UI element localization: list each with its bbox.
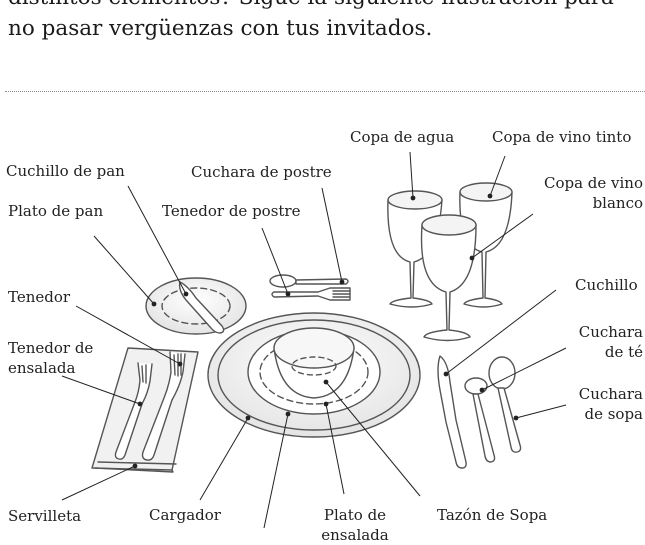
label-tazon-sopa: Tazón de Sopa <box>437 506 548 524</box>
label-copa-vino-tinto: Copa de vino tinto <box>492 128 632 146</box>
label-cuchillo: Cuchillo <box>575 276 638 294</box>
label-copa-vino-blanco-line-2: blanco <box>592 194 643 212</box>
label-cuchara-te-line-1: Cuchara <box>578 323 643 341</box>
label-cuchara-postre: Cuchara de postre <box>191 163 332 181</box>
leader-copa-vino-blanco <box>471 213 534 259</box>
leader-cuchara-sopa <box>515 404 567 419</box>
leader-cuchara-te <box>481 347 567 391</box>
leader-cuchillo-pan <box>127 185 187 295</box>
label-cuchara-sopa: Cuchara de sopa <box>579 384 643 424</box>
tea-spoon <box>464 377 496 463</box>
leader-plato-ensalada-2 <box>325 403 345 495</box>
label-cargador: Cargador <box>149 506 221 524</box>
white-wine-glass <box>420 214 477 342</box>
label-cuchara-te-line-2: de té <box>604 343 643 361</box>
leader-plato-ensalada <box>263 413 289 529</box>
label-cuchillo-pan: Cuchillo de pan <box>6 162 125 180</box>
intro-line-1: distintos elementos? Sigue la siguiente … <box>8 0 645 13</box>
label-tenedor-ensalada: Tenedor de ensalada <box>8 338 93 378</box>
label-servilleta: Servilleta <box>8 507 82 525</box>
salad-fork <box>114 362 153 460</box>
label-tenedor-postre: Tenedor de postre <box>162 202 301 220</box>
leader-tenedor <box>75 305 181 365</box>
dinner-knife <box>437 355 467 469</box>
dotted-divider <box>5 91 645 92</box>
label-copa-agua: Copa de agua <box>350 128 455 146</box>
leader-dots <box>132 193 519 469</box>
label-cuchara-sopa-line-1: Cuchara <box>578 385 643 403</box>
leader-cuchillo <box>445 289 557 375</box>
leader-servilleta <box>61 465 136 501</box>
label-cuchara-te: Cuchara de té <box>579 322 643 362</box>
label-cuchara-sopa-line-2: de sopa <box>584 405 643 423</box>
label-plato-ensalada: Plato de ensalada <box>312 505 398 545</box>
leader-cargador <box>199 417 249 501</box>
leader-cuchara-postre <box>321 187 343 283</box>
leader-plato-pan <box>93 235 155 305</box>
leader-tenedor-ensalada <box>61 375 141 405</box>
label-copa-vino-blanco-line-1: Copa de vino <box>543 174 643 192</box>
soup-spoon <box>488 356 522 453</box>
leader-tenedor-postre <box>261 227 289 295</box>
leader-lines <box>61 151 567 529</box>
intro-line-2: no pasar vergüenzas con tus invitados. <box>8 16 433 41</box>
label-plato-ensalada-line-2: ensalada <box>321 526 389 544</box>
label-tenedor-ensalada-line-1: Tenedor de <box>8 339 94 357</box>
label-copa-vino-blanco: Copa de vino blanco <box>544 173 643 213</box>
soup-bowl <box>273 327 355 399</box>
leader-tazon-sopa <box>325 381 421 497</box>
intro-text: distintos elementos? Sigue la siguiente … <box>8 0 645 44</box>
leader-copa-vino-tinto <box>489 155 506 197</box>
label-plato-pan: Plato de pan <box>8 202 104 220</box>
label-tenedor: Tenedor <box>8 288 71 306</box>
leader-copa-agua <box>409 151 414 199</box>
dessert-fork <box>271 287 351 301</box>
label-plato-ensalada-line-1: Plato de <box>323 506 387 524</box>
label-tenedor-ensalada-line-2: ensalada <box>8 359 76 377</box>
dessert-spoon <box>269 274 349 288</box>
bread-knife <box>178 281 225 334</box>
